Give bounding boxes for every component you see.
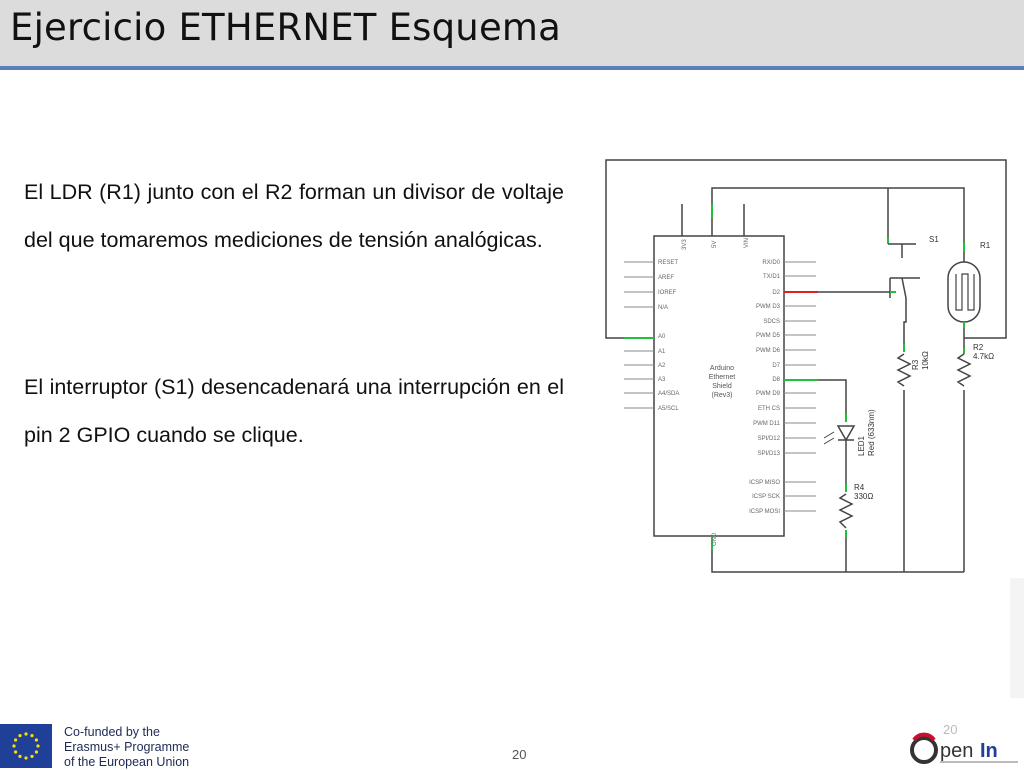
r3-label: R3	[911, 359, 920, 370]
svg-text:A4/SDA: A4/SDA	[658, 391, 679, 397]
resistor-r3	[896, 344, 912, 387]
svg-text:PWM D11: PWM D11	[753, 421, 781, 427]
paragraph-ldr-divider: El LDR (R1) junto con el R2 forman un di…	[24, 180, 564, 252]
svg-text:PWM D3: PWM D3	[756, 304, 781, 310]
r3-value: 10kΩ	[921, 351, 930, 370]
funding-line: Erasmus+ Programme	[64, 740, 190, 754]
circuit-schematic: Arduino Ethernet Shield (Rev3) 3V3 5V VI…	[605, 159, 1007, 573]
right-pins: RX/D0 TX/D1 D2 PWM D3 SDCS PWM D5 PWM D6…	[749, 260, 781, 515]
svg-text:A2: A2	[658, 363, 666, 369]
funding-line: of the European Union	[64, 755, 190, 769]
left-pin-stubs	[624, 261, 654, 409]
ldr-r1	[947, 242, 981, 328]
r4-value: 330Ω	[854, 492, 873, 501]
paragraph-switch-interrupt: El interruptor (S1) desencadenará una in…	[24, 375, 564, 447]
svg-text:VIN: VIN	[744, 238, 750, 248]
svg-text:PWM D5: PWM D5	[756, 333, 781, 339]
top-pins: 3V3 5V VIN	[682, 238, 750, 250]
funding-line: Co-funded by the	[64, 725, 160, 739]
gnd-label: GND	[712, 532, 718, 546]
svg-text:ICSP MOSI: ICSP MOSI	[749, 509, 780, 515]
left-pins: RESET AREF IOREF N/A A0 A1 A2 A3 A4/SDA …	[658, 260, 679, 412]
right-pin-stubs	[784, 261, 816, 512]
eu-flag-icon	[0, 724, 52, 768]
page-number-ghost: 20	[943, 722, 958, 737]
svg-text:TX/D1: TX/D1	[763, 274, 781, 280]
svg-text:A5/SCL: A5/SCL	[658, 406, 679, 412]
svg-text:ICSP MISO: ICSP MISO	[749, 480, 780, 486]
svg-text:pen: pen	[940, 740, 973, 762]
svg-text:D8: D8	[772, 377, 780, 383]
page-number: 20	[512, 747, 527, 762]
title-bar: Ejercicio ETHERNET Esquema	[0, 0, 1024, 66]
svg-text:Shield: Shield	[712, 383, 732, 390]
svg-text:SPI/D13: SPI/D13	[758, 451, 781, 457]
svg-text:D7: D7	[772, 363, 780, 369]
svg-text:PWM D6: PWM D6	[756, 348, 781, 354]
r4-label: R4	[854, 483, 865, 492]
r1-label: R1	[980, 241, 991, 250]
openin-logo-icon: pen In	[910, 732, 1018, 764]
svg-text:Arduino: Arduino	[710, 365, 734, 372]
led1	[823, 414, 856, 452]
svg-text:Ethernet: Ethernet	[709, 374, 736, 381]
svg-text:3V3: 3V3	[682, 239, 688, 250]
r2-label: R2	[973, 343, 984, 352]
svg-text:AREF: AREF	[658, 275, 674, 281]
svg-text:RESET: RESET	[658, 260, 678, 266]
led-value: Red (633nm)	[867, 409, 876, 456]
switch-s1	[887, 238, 920, 299]
arduino-board	[653, 235, 785, 537]
svg-text:A3: A3	[658, 377, 666, 383]
svg-text:ICSP SCK: ICSP SCK	[752, 494, 780, 500]
svg-text:(Rev3): (Rev3)	[711, 392, 732, 399]
svg-text:SPI/D12: SPI/D12	[758, 436, 781, 442]
svg-text:RX/D0: RX/D0	[762, 260, 780, 266]
svg-text:A0: A0	[658, 334, 666, 340]
board-label: Arduino Ethernet Shield (Rev3)	[709, 365, 736, 399]
resistor-r4	[838, 484, 854, 538]
funding-notice: Co-funded by the Erasmus+ Programme of t…	[64, 725, 189, 770]
svg-text:A1: A1	[658, 349, 666, 355]
svg-text:N/A: N/A	[658, 305, 668, 311]
svg-text:IOREF: IOREF	[658, 290, 677, 296]
svg-text:ETH CS: ETH CS	[758, 406, 780, 412]
resistor-r2	[956, 348, 972, 387]
svg-text:D2: D2	[772, 290, 780, 296]
led-label: LED1	[857, 435, 866, 456]
svg-text:PWM D9: PWM D9	[756, 391, 781, 397]
svg-text:SDCS: SDCS	[763, 319, 780, 325]
right-edge-strip	[1010, 578, 1024, 698]
title-rule	[0, 66, 1024, 70]
page-title: Ejercicio ETHERNET Esquema	[10, 6, 562, 49]
svg-text:5V: 5V	[712, 241, 718, 248]
s1-label: S1	[929, 235, 939, 244]
r2-value: 4.7kΩ	[973, 352, 994, 361]
svg-text:In: In	[980, 740, 998, 762]
